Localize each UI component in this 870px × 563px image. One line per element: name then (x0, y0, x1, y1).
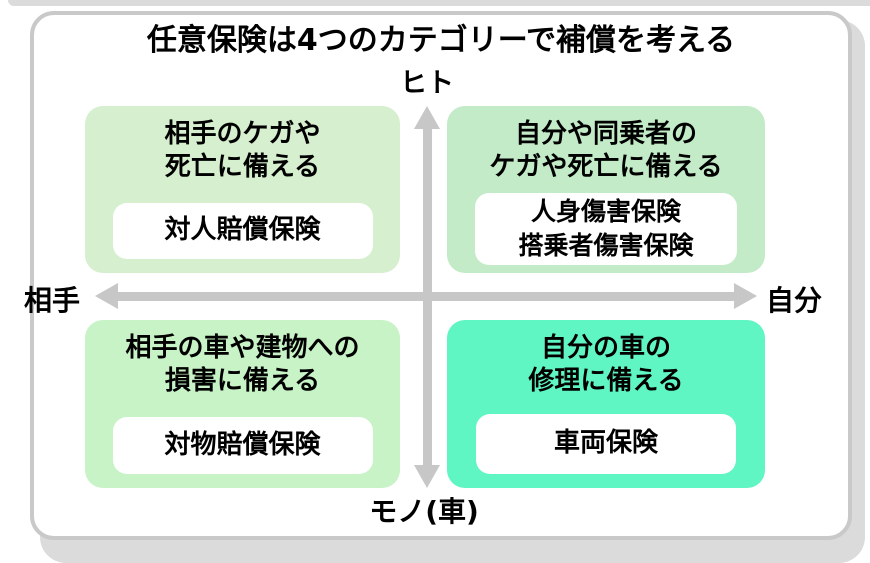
axis-label-person: ヒト (400, 68, 454, 99)
arrow-head-left-icon (95, 283, 118, 309)
quadrant-description: 自分の車の 修理に備える (528, 333, 684, 397)
quadrant-description: 相手のケガや 死亡に備える (164, 119, 321, 183)
axis-label-other-party: 相手 (24, 284, 81, 317)
quadrant-description: 相手の車や建物への 損害に備える (125, 333, 360, 397)
arrow-head-down-icon (414, 465, 440, 488)
diagram-title: 任意保険は4つのカテゴリーで補償を考える (146, 23, 736, 58)
insurance-name-box: 車両保険 (476, 414, 736, 474)
arrow-head-right-icon (734, 283, 757, 309)
quadrant-top-right: 自分や同乗者の ケガや死亡に備える 人身傷害保険 搭乗者傷害保険 (447, 106, 765, 273)
axis-label-self: 自分 (766, 284, 823, 317)
quadrant-bottom-right: 自分の車の 修理に備える 車両保険 (447, 320, 765, 488)
insurance-name-box: 対人賠償保険 (112, 203, 373, 259)
top-divider-strip (8, 0, 870, 6)
insurance-name-box: 人身傷害保険 搭乗者傷害保険 (475, 193, 737, 265)
quadrant-top-left: 相手のケガや 死亡に備える 対人賠償保険 (85, 106, 400, 273)
horizontal-axis-arrow (116, 292, 734, 301)
insurance-name-box: 対物賠償保険 (112, 417, 373, 474)
arrow-head-up-icon (414, 106, 440, 129)
quadrant-bottom-left: 相手の車や建物への 損害に備える 対物賠償保険 (85, 320, 400, 488)
quadrant-description: 自分や同乗者の ケガや死亡に備える (489, 119, 723, 183)
axis-label-thing-car: モノ(車) (369, 495, 479, 528)
